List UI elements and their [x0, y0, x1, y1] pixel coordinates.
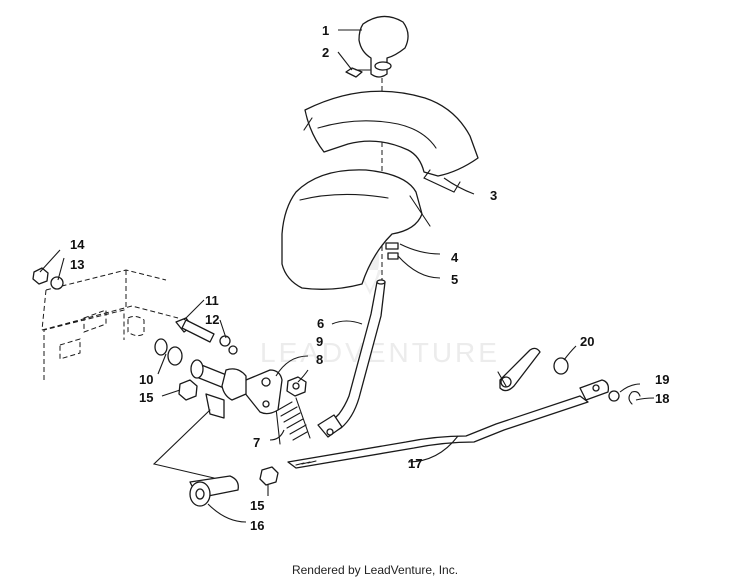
leader-lines	[39, 29, 655, 523]
o-ring-b[interactable]	[167, 346, 183, 366]
pivot-shaft[interactable]	[190, 359, 247, 419]
washer-13[interactable]	[50, 276, 64, 290]
shift-lever[interactable]	[317, 279, 386, 438]
callout-9: 9	[316, 334, 323, 349]
callout-10: 10	[139, 372, 153, 387]
callout-18: 18	[655, 391, 669, 406]
washer-12[interactable]	[219, 335, 231, 347]
callout-11: 11	[205, 293, 219, 308]
o-ring-a[interactable]	[154, 338, 168, 356]
callout-7: 7	[253, 435, 260, 450]
lower-cover[interactable]	[281, 169, 431, 290]
callout-4: 4	[451, 250, 459, 265]
callout-3: 3	[490, 188, 497, 203]
screw-14[interactable]	[32, 267, 49, 285]
callout-13: 13	[70, 257, 84, 272]
callout-labels: 1 2 3 4 5 6 7 8 9 10 11 12 13 14 15 15 1…	[70, 23, 669, 533]
callout-8: 8	[316, 352, 323, 367]
callout-14: 14	[70, 237, 85, 252]
callout-19: 19	[655, 372, 669, 387]
washer-12b[interactable]	[228, 345, 238, 355]
shift-rod[interactable]	[287, 379, 610, 469]
callout-17: 17	[408, 456, 422, 471]
callout-5: 5	[451, 272, 458, 287]
callout-1: 1	[322, 23, 329, 38]
callout-15-b: 15	[250, 498, 264, 513]
linkage-arm[interactable]	[497, 347, 541, 392]
nut-15b[interactable]	[259, 466, 279, 486]
render-credit: Rendered by LeadVenture, Inc.	[291, 563, 459, 577]
assembly-link-line	[152, 409, 215, 479]
frame-section	[41, 269, 179, 380]
rod-end[interactable]	[189, 475, 239, 507]
clip-5[interactable]	[387, 252, 399, 260]
washer-20[interactable]	[553, 357, 569, 375]
pivot-bracket[interactable]	[243, 369, 283, 415]
bolt-11[interactable]	[175, 317, 215, 343]
knob-screw[interactable]	[345, 67, 371, 78]
watermark-text: LEADVENTURE	[260, 337, 500, 368]
washer-19[interactable]	[608, 390, 620, 402]
callout-6: 6	[317, 316, 324, 331]
nut-15a[interactable]	[178, 379, 198, 401]
callout-16: 16	[250, 518, 264, 533]
upper-cover[interactable]	[303, 90, 479, 193]
callout-2: 2	[322, 45, 329, 60]
callout-15-a: 15	[139, 390, 153, 405]
spring[interactable]	[275, 397, 311, 445]
clip-4[interactable]	[385, 242, 399, 250]
callout-12: 12	[205, 312, 219, 327]
callout-20: 20	[580, 334, 594, 349]
nut-8-hole	[292, 382, 300, 390]
clip-18[interactable]	[628, 390, 641, 405]
shift-knob[interactable]	[358, 15, 409, 78]
